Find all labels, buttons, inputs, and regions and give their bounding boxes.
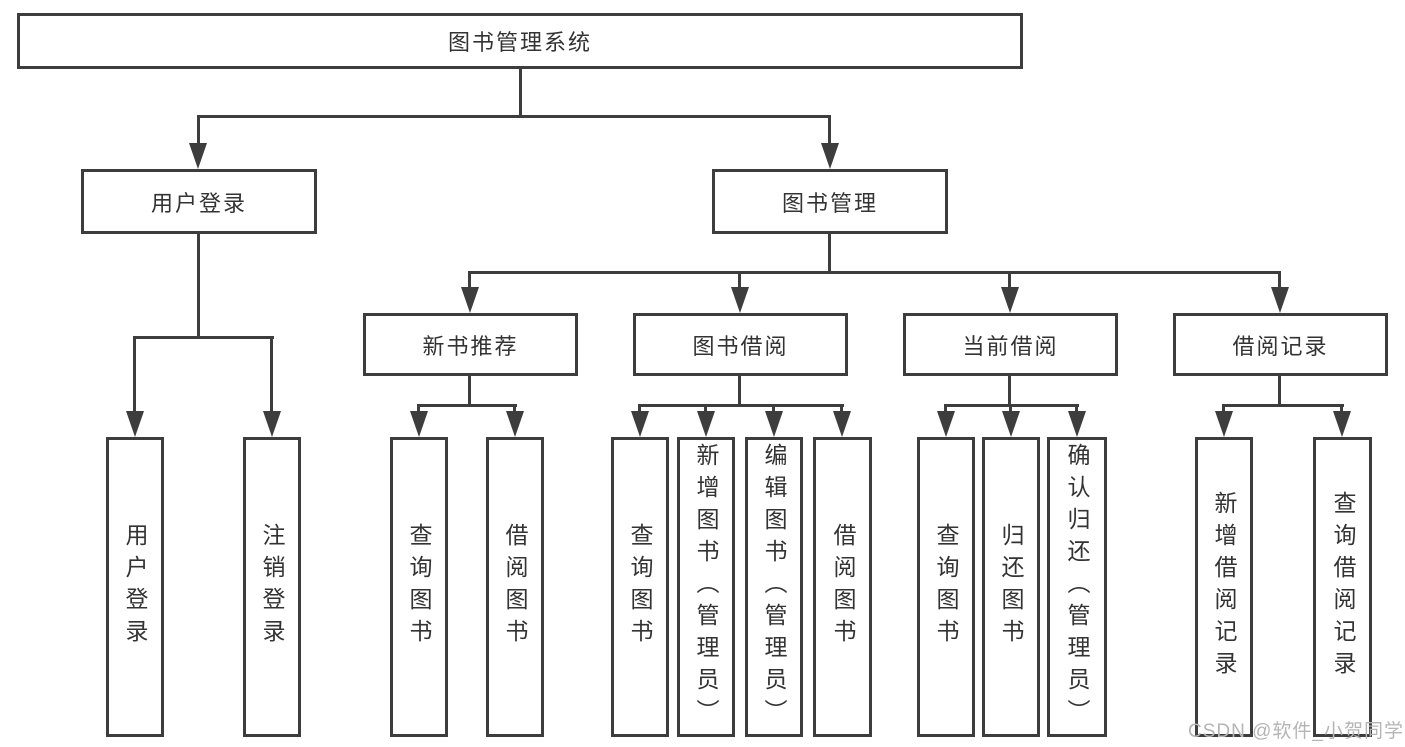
arrow-down-icon — [765, 411, 783, 437]
leaf-borrow-edit-books-admin: 编辑图书（管理员） — [745, 437, 803, 737]
arrow-down-icon — [697, 411, 715, 437]
leaf-newbooks-query-books: 查询图书 — [390, 437, 448, 737]
connector-stub — [772, 404, 775, 413]
connector-stub — [270, 336, 273, 412]
node-borrowing-records: 借阅记录 — [1173, 313, 1388, 376]
connector-stub — [638, 404, 641, 413]
connector-stub — [944, 404, 947, 413]
arrow-down-icon — [126, 411, 144, 437]
node-current-borrowing: 当前借阅 — [903, 313, 1118, 376]
arrow-down-icon — [1271, 287, 1289, 313]
connector-group-horizontal — [417, 404, 517, 407]
connector-stub — [468, 271, 471, 289]
connector-stub — [840, 404, 843, 413]
connector-group-horizontal — [638, 404, 844, 407]
node-new-book-recommend: 新书推荐 — [363, 313, 578, 376]
arrow-down-icon — [461, 287, 479, 313]
connector-group-vertical — [738, 376, 741, 406]
arrow-down-icon — [506, 411, 524, 437]
connector-stub — [197, 115, 200, 145]
csdn-watermark: CSDN @软件_小贺同学 — [1188, 721, 1404, 742]
connector-stub — [1222, 404, 1225, 413]
node-root: 图书管理系统 — [17, 13, 1023, 69]
connector-group-vertical — [468, 376, 471, 406]
leaf-borrow-query-books: 查询图书 — [611, 437, 669, 737]
connector-group-vertical — [1278, 376, 1281, 406]
leaf-borrow-add-books-admin: 新增图书（管理员） — [677, 437, 735, 737]
node-user-login: 用户登录 — [81, 169, 317, 234]
connector-stub — [1008, 271, 1011, 289]
arrow-down-icon — [1001, 287, 1019, 313]
leaf-user-login: 用户登录 — [106, 437, 164, 737]
arrow-down-icon — [263, 411, 281, 437]
leaf-records-query-record: 查询借阅记录 — [1313, 437, 1372, 737]
connector-group-vertical — [1008, 376, 1011, 406]
leaf-records-add-record: 新增借阅记录 — [1195, 437, 1253, 737]
connector-group-horizontal — [1222, 404, 1344, 407]
connector-stub — [1009, 404, 1012, 413]
connector-stub — [1075, 404, 1078, 413]
connector-stub — [828, 115, 831, 145]
node-book-borrowing: 图书借阅 — [633, 313, 848, 376]
arrow-down-icon — [410, 411, 428, 437]
connector-stub — [417, 404, 420, 413]
leaf-current-return-books: 归还图书 — [982, 437, 1040, 737]
arrow-down-icon — [731, 287, 749, 313]
arrow-down-icon — [1002, 411, 1020, 437]
connector-stub — [513, 404, 516, 413]
connector-stub — [704, 404, 707, 413]
arrow-down-icon — [1068, 411, 1086, 437]
arrow-down-icon — [1333, 411, 1351, 437]
connector-stub — [1340, 404, 1343, 413]
arrow-down-icon — [189, 143, 207, 169]
arrow-down-icon — [1215, 411, 1233, 437]
leaf-borrow-borrow-books: 借阅图书 — [813, 437, 872, 737]
leaf-newbooks-borrow-books: 借阅图书 — [486, 437, 544, 737]
connector-stub — [1278, 271, 1281, 289]
connector-root-vertical — [519, 68, 522, 116]
connector-mgmt-horizontal — [468, 271, 1281, 274]
connector-mgmt-vertical — [828, 233, 831, 273]
leaf-logout: 注销登录 — [243, 437, 301, 737]
connector-user-vertical — [197, 233, 200, 338]
node-book-management: 图书管理 — [712, 169, 948, 234]
leaf-current-confirm-return-admin: 确认归还（管理员） — [1047, 437, 1107, 737]
leaf-current-query-books: 查询图书 — [917, 437, 975, 737]
connector-root-horizontal — [197, 115, 831, 118]
connector-user-horizontal — [133, 336, 274, 339]
connector-stub — [738, 271, 741, 289]
connector-stub — [133, 336, 136, 412]
arrow-down-icon — [937, 411, 955, 437]
arrow-down-icon — [821, 143, 839, 169]
arrow-down-icon — [631, 411, 649, 437]
arrow-down-icon — [833, 411, 851, 437]
